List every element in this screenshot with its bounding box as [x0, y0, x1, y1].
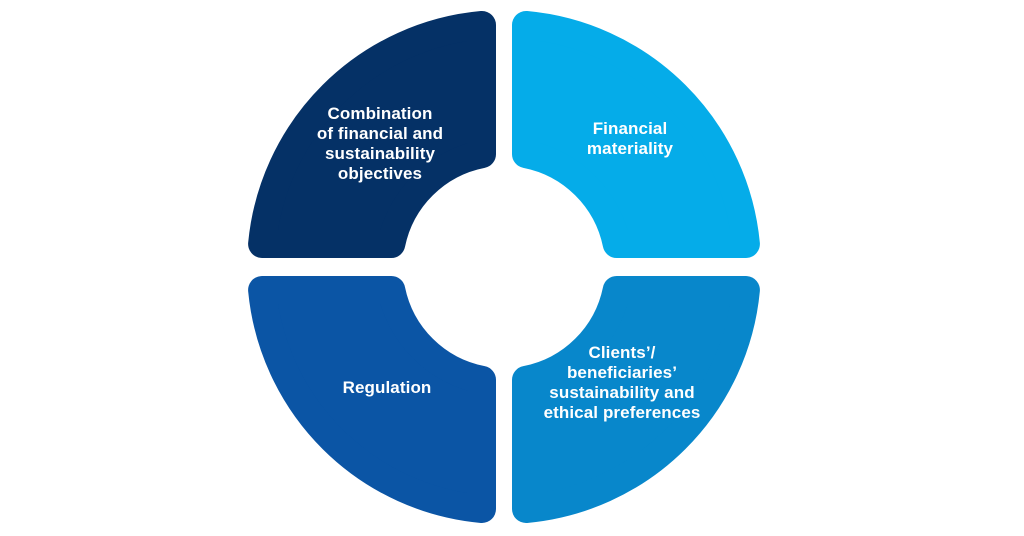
segment-regulation-shape [248, 276, 496, 523]
segment-combination-objectives-shape [248, 11, 496, 258]
segment-financial-materiality-shape [512, 11, 760, 258]
segment-clients-preferences-shape [512, 276, 760, 523]
